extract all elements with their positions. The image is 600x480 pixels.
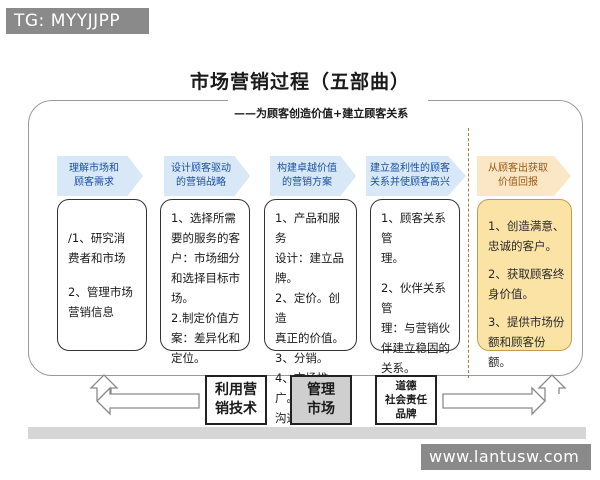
step-arrow-4: 建立盈利性的顾客 关系并使顾客高兴 <box>366 156 466 196</box>
left-feedback-arrow <box>96 386 200 416</box>
step-arrow-2: 设计顾客驱动 的营销战略 <box>164 156 250 196</box>
step-2-line-1: 设计顾客驱动 <box>171 163 231 174</box>
step-box-1: /1、研究消 费者和市场 2、管理市场 营销信息 <box>57 199 147 351</box>
step-box-2: 1、选择所需 要的服务的客 户：市场细分 和选择目标市 场。 2.制定价值方 案… <box>160 199 250 365</box>
manage-market-box: 管理 市场 <box>290 375 352 425</box>
bottom-2-line-2: 市场 <box>307 401 335 417</box>
bottom-3-line-3: 品牌 <box>395 408 417 420</box>
right-up-arrow <box>537 374 567 401</box>
step-3-line-1: 构建卓越价值 <box>277 163 337 174</box>
box-2-item-1: 1、选择所需 要的服务的客 户：市场细分 和选择目标市 场。 <box>171 211 240 305</box>
diagram-title: 市场营销过程（五部曲） <box>189 71 410 93</box>
step-box-4: 1、顾客关系管 理。 2、伙伴关系管 理：与营销伙 伴建立稳固的 关系。 <box>370 199 460 375</box>
step-arrow-5: 从顾客出获取 价值回报 <box>477 156 571 196</box>
bottom-1-line-2: 销技术 <box>215 401 257 417</box>
right-feedback-arrow <box>442 386 546 416</box>
step-1-line-1: 理解市场和 <box>69 163 119 174</box>
step-box-5: 1、创造满意、 忠诚的客户。 2、获取顾客终 身价值。 3、提供市场份 额和顾客… <box>477 199 572 369</box>
step-2-line-2: 的营销战略 <box>176 177 226 188</box>
source-tag: TG: MYYJJPP <box>6 8 149 34</box>
step-arrow-3: 构建卓越价值 的营销方案 <box>270 156 356 196</box>
marketing-tech-box: 利用营 销技术 <box>205 375 267 425</box>
box-1-item-2: 2、管理市场 营销信息 <box>68 285 133 319</box>
step-arrow-1: 理解市场和 顾客需求 <box>57 156 143 196</box>
base-bar <box>28 427 586 439</box>
box-4-item-2: 2、伙伴关系管 理：与营销伙 伴建立稳固的 关系。 <box>381 281 450 375</box>
left-up-arrow <box>89 374 119 401</box>
bottom-1-line-1: 利用营 <box>215 382 257 398</box>
box-4-item-1: 1、顾客关系管 理。 <box>381 211 446 265</box>
diagram-subtitle: ——为顾客创造价值+建立顾客关系 <box>234 107 409 120</box>
ethics-box: 道德 社会责任 品牌 <box>375 375 437 425</box>
box-5-item-3: 3、提供市场份 额和顾客份额。 <box>488 315 565 369</box>
watermark: www.lantusw.com <box>421 444 591 470</box>
box-1-item-1: /1、研究消 费者和市场 <box>68 231 126 265</box>
step-4-line-1: 建立盈利性的顾客 <box>370 163 450 174</box>
bottom-3-line-2: 社会责任 <box>385 394 427 406</box>
step-5-line-2: 价值回报 <box>498 177 538 188</box>
step-3-line-2: 的营销方案 <box>282 177 332 188</box>
box-2-item-2: 2.制定价值方 案：差异化和 定位。 <box>171 311 240 365</box>
value-divider <box>468 128 469 378</box>
bottom-2-line-1: 管理 <box>307 382 335 398</box>
box-5-item-2: 2、获取顾客终 身价值。 <box>488 267 565 301</box>
frame-gap <box>228 95 428 105</box>
box-5-item-1: 1、创造满意、 忠诚的客户。 <box>488 219 565 253</box>
step-4-line-2: 关系并使顾客高兴 <box>370 177 450 188</box>
bottom-3-line-1: 道德 <box>395 380 417 392</box>
step-5-line-1: 从顾客出获取 <box>488 163 548 174</box>
step-1-line-2: 顾客需求 <box>74 177 114 188</box>
